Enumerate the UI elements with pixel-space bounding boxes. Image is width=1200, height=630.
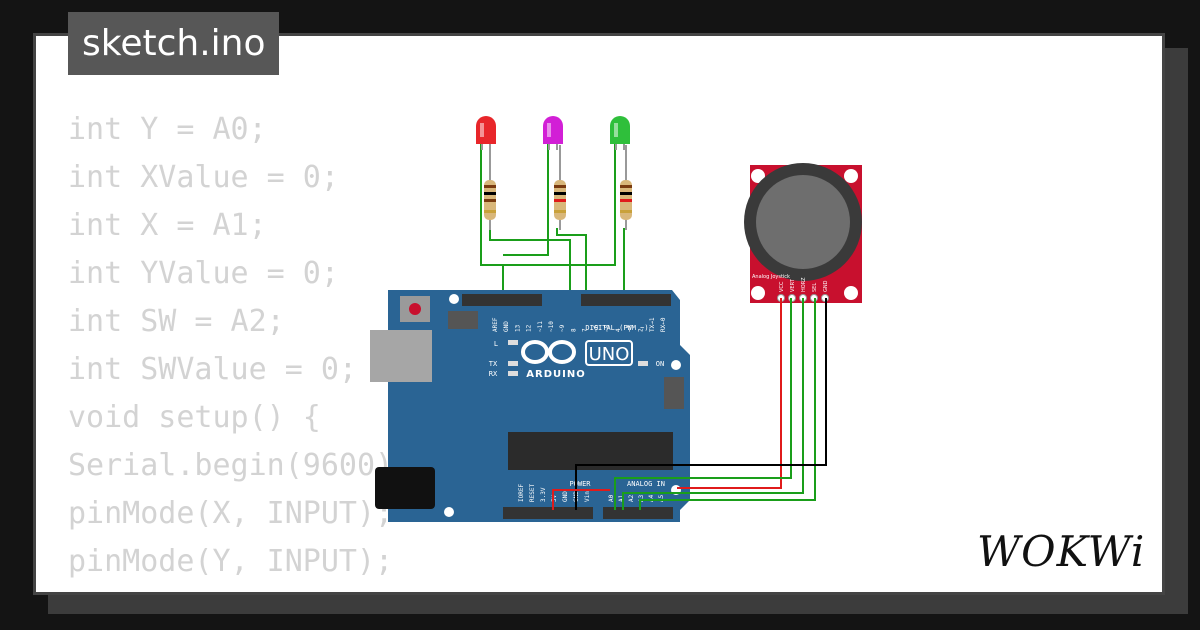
wokwi-logo: WOKWi [975, 520, 1155, 584]
digital-pin-label: ~3 [626, 324, 633, 332]
code-line: Serial.begin(9600); [68, 448, 412, 483]
code-background: int Y = A0; int XValue = 0; int X = A1; int… [68, 106, 412, 592]
led-red[interactable] [476, 116, 496, 150]
usb-connector [370, 330, 432, 382]
joystick-wires [552, 298, 827, 510]
digital-pin-label: TX→1 [649, 317, 656, 332]
digital-pin-label: ~9 [559, 324, 566, 332]
arduino-logo-icon [521, 340, 576, 364]
power-pin-label: IOREF [518, 484, 525, 502]
digital-pin-label: AREF [492, 317, 499, 332]
file-tab-title[interactable]: sketch.ino [68, 12, 280, 75]
digital-header-right [581, 294, 671, 306]
digital-pin-label: 13 [514, 324, 521, 332]
code-line: pinMode(Y, INPUT); [68, 544, 394, 579]
digital-pin-labels: AREF GND 13 12 ~11 ~10 ~9 8 7 ~6 ~5 4 ~3 2 TX→1 RX←0 [492, 317, 667, 332]
code-line: int SW = A2; [68, 304, 285, 339]
analog-label: ANALOG IN [627, 480, 665, 488]
digital-pin-label: ~10 [548, 321, 555, 332]
analog-pin-label: A5 [658, 494, 665, 502]
power-pin-label: RESET [529, 484, 536, 502]
analog-pin-label: A3 [638, 494, 645, 502]
code-line: int XValue = 0; [68, 160, 339, 195]
analog-joystick[interactable]: VCC VERT HORZ SEL GND Analog Joystick [744, 163, 862, 303]
digital-header-left [462, 294, 542, 306]
code-line: int SWValue = 0; [68, 352, 357, 387]
power-pin-label: Vin [584, 491, 591, 502]
power-jack [375, 467, 435, 509]
joystick-pin-label: SEL [812, 283, 818, 292]
joystick-pin-label: HORZ [801, 277, 807, 292]
led-magenta[interactable] [543, 116, 563, 150]
digital-header-label: DIGITAL (PWM ~) [585, 324, 648, 332]
digital-pin-label: 2 [638, 328, 645, 332]
led-wires [480, 142, 625, 300]
board-brand: ARDUINO [526, 369, 585, 380]
digital-pin-label: 7 [582, 328, 589, 332]
digital-pin-label: ~11 [537, 321, 544, 332]
resistor-3[interactable] [620, 145, 632, 230]
analog-pin-label: A2 [628, 494, 635, 502]
digital-pin-label: 4 [615, 328, 622, 332]
code-line: void setup() { [68, 400, 321, 435]
on-label: ON [656, 360, 664, 368]
power-pin-label: GND [562, 491, 569, 502]
code-line: int YValue = 0; [68, 256, 339, 291]
l-label: L [494, 340, 498, 348]
code-line: int Y = A0; [68, 112, 267, 147]
power-label: POWER [569, 480, 591, 488]
resistor-2[interactable] [554, 145, 566, 230]
arduino-uno-board[interactable]: UNO ARDUINO DIGITAL (PWM ~) POWER ANALOG… [370, 290, 690, 522]
wokwi-logo-text: WOKWi [977, 527, 1145, 576]
analog-pin-label: A0 [608, 494, 615, 502]
joystick-knob[interactable] [756, 175, 850, 269]
rx-label: RX [489, 370, 498, 378]
board-model: UNO [589, 344, 630, 365]
analog-header [603, 507, 673, 519]
icsp-header-2 [664, 377, 684, 409]
resistor-1[interactable] [484, 145, 496, 230]
joystick-label: Analog Joystick [752, 274, 790, 280]
joystick-pin-label: GND [823, 280, 829, 292]
led-group [476, 116, 630, 150]
digital-pin-label: ~5 [604, 324, 611, 332]
power-header [503, 507, 593, 519]
code-line: int X = A1; [68, 208, 267, 243]
joystick-pin-label: VCC [779, 281, 785, 292]
icsp-header [448, 311, 478, 329]
analog-pin-label: A1 [618, 494, 625, 502]
digital-pin-label: 8 [570, 328, 577, 332]
power-pin-label: 3.3V [540, 487, 547, 502]
analog-pin-label: A4 [648, 494, 655, 502]
digital-pin-label: RX←0 [660, 317, 667, 332]
code-line: pinMode(X, INPUT); [68, 496, 394, 531]
joystick-pin-label: VERT [790, 278, 796, 292]
atmega-chip [508, 432, 673, 470]
digital-pin-label: GND [503, 321, 510, 332]
digital-pin-label: 12 [526, 324, 533, 332]
digital-pin-label: ~6 [593, 324, 600, 332]
led-green[interactable] [610, 116, 630, 150]
tx-label: TX [489, 360, 498, 368]
power-pin-label: 5V [551, 494, 558, 502]
